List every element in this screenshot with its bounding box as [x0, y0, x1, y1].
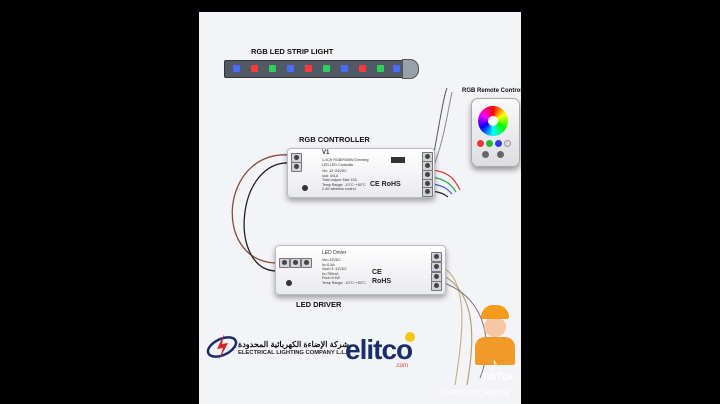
- controller-specs: Vin: 12~24VDC Iout: 4x1A Total output: M…: [322, 169, 366, 192]
- color-wheel-icon: [478, 106, 508, 136]
- brand-name: elitco: [345, 334, 413, 365]
- controller-model: V1: [322, 150, 330, 156]
- controller-desc: 1-4CH RGB/RGBW Dimming LED LED Controlle…: [322, 158, 369, 167]
- wire-out-blue: [431, 183, 453, 195]
- remote-blue-button: [495, 140, 502, 147]
- company-name-arabic: شركة الإضاءة الكهربائية المحدودة: [238, 340, 349, 349]
- tiktok-label: TikTok: [482, 372, 514, 383]
- remote-mode-button: [497, 151, 504, 158]
- led-green: [377, 65, 384, 72]
- led-blue: [287, 65, 294, 72]
- wire-gray: [443, 282, 487, 379]
- company-logo-icon: [206, 334, 238, 360]
- wire-black-loop: [243, 162, 293, 272]
- remote-green-button: [486, 140, 493, 147]
- led-red: [305, 65, 312, 72]
- rgb-controller-box: V1 1-4CH RGB/RGBW Dimming LED LED Contro…: [287, 148, 435, 198]
- wire-brown-loop: [231, 154, 291, 264]
- driver-output-terminal: [431, 262, 442, 272]
- remote-red-button: [477, 140, 484, 147]
- driver-terminal: [290, 258, 301, 268]
- strip-title: RGB LED STRIP LIGHT: [251, 47, 334, 56]
- bulb-icon: [405, 332, 415, 342]
- led-blue: [341, 65, 348, 72]
- driver-label: LED DRIVER: [296, 300, 342, 309]
- driver-screw-icon: [286, 280, 292, 286]
- wire-beige-1: [443, 267, 463, 386]
- worker-face: [484, 317, 506, 337]
- tiktok-handle: @electrical_lighting: [440, 388, 510, 397]
- remote-title: RGB Remote Control: [462, 88, 522, 94]
- controller-cert: CE RoHS: [370, 181, 401, 188]
- led-blue: [233, 65, 240, 72]
- controller-terminal: [291, 162, 302, 172]
- controller-title: RGB CONTROLLER: [299, 135, 370, 144]
- driver-terminal: [279, 258, 290, 268]
- led-driver-box: LED Driver Vin=12VDC Io=0.5A Vout=3~12VD…: [275, 245, 446, 295]
- driver-cert: CE RoHS: [372, 269, 392, 285]
- worker-body: [475, 337, 515, 365]
- wire-signal-2: [433, 91, 453, 166]
- remote-power-button: [482, 151, 489, 158]
- driver-specs: Vin=12VDC Io=0.5A Vout=3~12VDC Io=750mA …: [322, 258, 366, 285]
- strip-connector: [402, 59, 419, 79]
- remote-white-button: [504, 140, 511, 147]
- led-strip: [224, 60, 404, 78]
- tiktok-icon: ♪: [490, 356, 498, 373]
- driver-output-terminal: [431, 252, 442, 262]
- controller-antenna-icon: [302, 185, 308, 191]
- elitco-logo: elitco .com: [343, 332, 421, 372]
- rgb-remote: [471, 98, 520, 167]
- wire-out-red: [431, 169, 461, 191]
- led-green: [269, 65, 276, 72]
- hard-hat-icon: [481, 305, 509, 319]
- wire-signal-1: [432, 87, 448, 159]
- led-green: [323, 65, 330, 72]
- led-red: [251, 65, 258, 72]
- controller-output-terminal: [422, 187, 433, 197]
- wire-beige-2: [443, 275, 473, 386]
- driver-output-terminal: [431, 281, 442, 291]
- led-blue: [393, 65, 400, 72]
- led-red: [359, 65, 366, 72]
- brand-domain: .com: [395, 363, 409, 369]
- wire-out-green: [431, 176, 457, 193]
- dip-switch: [391, 157, 405, 163]
- worker-mascot-icon: [470, 305, 520, 365]
- company-name-english: ELECTRICAL LIGHTING COMPANY L.L.C: [238, 350, 351, 356]
- driver-terminal: [301, 258, 312, 268]
- driver-title: LED Driver: [322, 250, 347, 256]
